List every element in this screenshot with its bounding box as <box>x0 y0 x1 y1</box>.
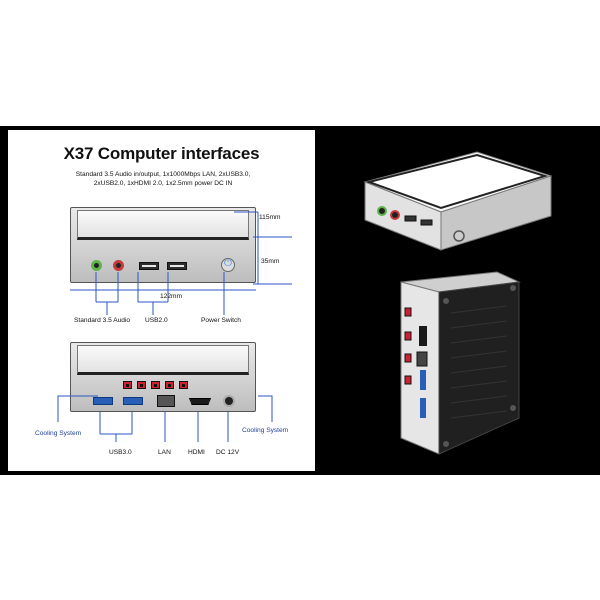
panel-title: X37 Computer interfaces <box>63 144 260 163</box>
vent-icon <box>165 381 174 389</box>
dc-12v-label: DC 12V <box>216 449 240 456</box>
power-switch-label: Power Switch <box>201 317 241 324</box>
usb2-port-icon <box>139 262 159 270</box>
audio-out-port-icon <box>91 260 102 271</box>
device-top-panel <box>77 345 249 375</box>
hdmi-label: HDMI <box>188 449 205 456</box>
hdmi-port-icon <box>189 398 211 405</box>
vent-icon <box>123 381 132 389</box>
usb3-port-icon <box>93 397 113 405</box>
vent-icon <box>137 381 146 389</box>
lan-label: LAN <box>158 449 171 456</box>
description-line-1: Standard 3.5 Audio in/output, 1x1000Mbps… <box>75 171 251 178</box>
device-angled-back-photo <box>400 271 521 455</box>
interfaces-panel: X37 Computer interfaces Standard 3.5 Aud… <box>8 130 315 471</box>
usb3-port-icon <box>123 397 143 405</box>
panel-description: Standard 3.5 Audio in/output, 1x1000Mbps… <box>28 170 298 188</box>
dc-power-port-icon <box>223 395 235 407</box>
usb2-label: USB2.0 <box>145 317 168 324</box>
cooling-system-left-label: Cooling System <box>35 430 82 437</box>
height-dimension-label: 35mm <box>261 258 280 265</box>
description-line-2: 2xUSB2.0, 1xHDMI 2.0, 1x2.5mm power DC I… <box>93 180 233 187</box>
device-angled-front-photo <box>363 151 553 251</box>
back-device-image <box>70 342 256 412</box>
usb2-port-icon <box>167 262 187 270</box>
power-switch-icon <box>221 258 235 272</box>
device-top-panel <box>77 210 249 240</box>
usb3-label: USB3.0 <box>109 449 132 456</box>
cooling-system-right-label: Cooling System <box>242 427 289 434</box>
vent-icon <box>151 381 160 389</box>
audio-label: Standard 3.5 Audio <box>74 317 131 324</box>
audio-in-port-icon <box>113 260 124 271</box>
front-device-image <box>70 207 256 283</box>
width-dimension-label: 122mm <box>160 293 182 300</box>
depth-dimension-label: 115mm <box>259 214 281 221</box>
lan-port-icon <box>157 395 175 407</box>
vent-icon <box>179 381 188 389</box>
